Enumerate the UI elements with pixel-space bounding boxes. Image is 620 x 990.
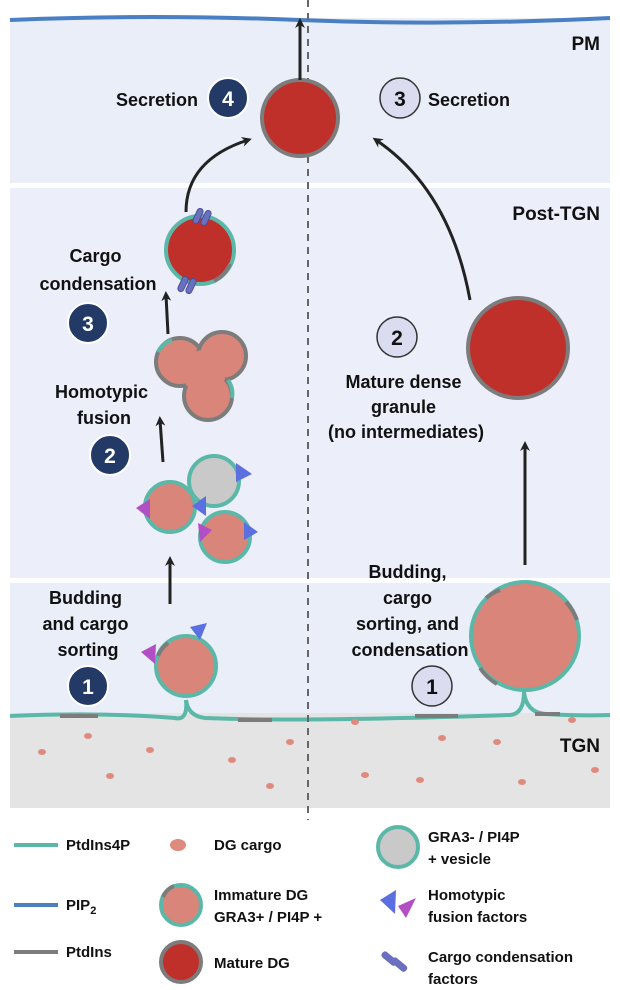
tgn-region [10,713,610,808]
svg-text:PIP2: PIP2 [66,897,96,917]
legend-ptdins4p: PtdIns4P [14,837,130,854]
svg-text:PtdIns4P: PtdIns4P [66,837,130,854]
legend-pip2: PIP2 [14,897,96,917]
svg-text:Cargo condensation: Cargo condensation [428,949,573,966]
svg-text:+ vesicle: + vesicle [428,851,491,868]
left-condensing-dg [164,207,236,295]
svg-text:1: 1 [426,676,438,699]
right-budding-label: Budding, cargo sorting, and condensation [351,562,468,660]
svg-text:factors: factors [428,971,478,988]
svg-text:2: 2 [104,445,116,468]
svg-text:PtdIns: PtdIns [66,944,112,961]
left-condensation-badge: 3 [67,302,109,344]
svg-text:2: 2 [391,327,403,350]
right-secretion-label: Secretion [428,90,510,110]
svg-text:Homotypic: Homotypic [428,887,506,904]
right-mature-dg [466,296,570,400]
fusion-factor-blue [190,623,207,640]
svg-text:DG cargo: DG cargo [214,837,282,854]
svg-text:4: 4 [222,88,234,111]
left-arrow-fusion [155,416,166,463]
right-budding-dg [469,580,581,692]
right-arrow-secretion [372,137,472,301]
tgn-dg-cargo-dots [38,717,599,789]
svg-text:1: 1 [82,676,94,699]
left-fusion-badge: 2 [89,434,131,476]
legend-gra3-vesicle: GRA3- / PI4P + vesicle [376,825,520,869]
legend-dg-cargo: DG cargo [170,837,282,854]
left-arrow-secretion [184,137,252,213]
legend: PtdIns4P PIP2 PtdIns DG cargo Immature D… [14,825,573,988]
tgn-membrane [9,691,611,722]
fusion-factor-magenta [141,644,156,664]
svg-text:3: 3 [82,313,94,336]
svg-text:fusion factors: fusion factors [428,909,527,926]
left-secretion-badge: 4 [207,77,249,119]
right-mature-badge: 2 [376,316,418,358]
secreted-mature-dg [260,78,340,158]
left-fused-dg [154,330,248,422]
left-condensation-label: Cargo condensation [39,246,156,294]
left-budding-label: Budding and cargo sorting [42,588,133,660]
right-secretion-badge: 3 [379,77,421,119]
pm-label: PM [572,34,601,55]
left-fusion-label: Homotypic fusion [55,382,153,428]
tgn-label: TGN [560,736,600,757]
left-budding-dg [141,623,218,698]
left-arrow-condensation [161,291,172,335]
svg-text:Immature DG: Immature DG [214,887,308,904]
legend-homotypic-factors: Homotypic fusion factors [380,887,527,926]
svg-text:GRA3- / PI4P: GRA3- / PI4P [428,829,520,846]
legend-immature-dg: Immature DG GRA3+ / PI4P + [159,883,322,927]
legend-ptdins: PtdIns [14,944,112,961]
right-budding-badge: 1 [411,665,453,707]
legend-condensation-factors: Cargo condensation factors [381,949,573,988]
left-fusion-cluster [136,454,258,564]
svg-text:Mature DG: Mature DG [214,955,290,972]
legend-mature-dg: Mature DG [159,940,290,984]
svg-text:GRA3+ / PI4P +: GRA3+ / PI4P + [214,909,322,926]
left-budding-badge: 1 [67,665,109,707]
post-tgn-label: Post-TGN [512,204,600,225]
left-secretion-label: Secretion [116,90,198,110]
svg-text:3: 3 [394,88,406,111]
right-mature-label: Mature dense granule (no intermediates) [328,372,484,442]
